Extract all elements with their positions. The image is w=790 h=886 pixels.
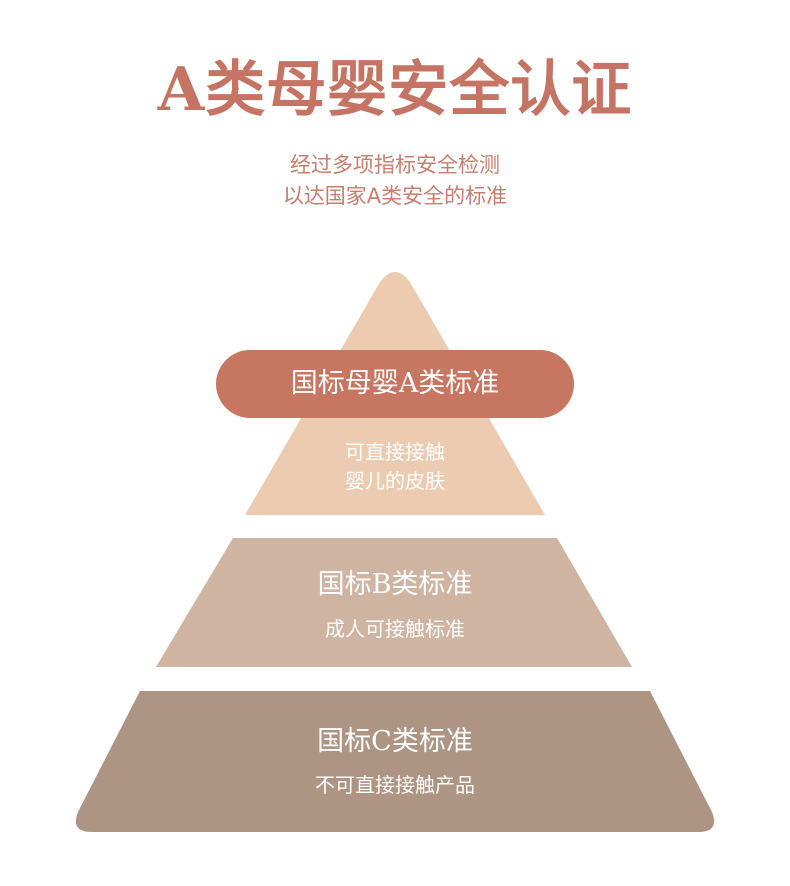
tier-c-desc: 不可直接接触产品: [315, 773, 475, 797]
tier-b-shape: [156, 538, 632, 667]
page-title: A类母婴安全认证: [157, 55, 633, 125]
subtitle-line-2: 以达国家A类安全的标准: [282, 184, 508, 208]
tier-a-desc-line-1: 可直接接触: [345, 440, 445, 464]
tier-c-label: 国标C类标准: [317, 726, 473, 757]
tier-a-label: 国标母婴A类标准: [290, 368, 500, 399]
tier-b-label: 国标B类标准: [317, 569, 473, 600]
subtitle-line-1: 经过多项指标安全检测: [290, 153, 500, 177]
tier-c-shape: [75, 691, 715, 832]
tier-b-desc: 成人可接触标准: [325, 617, 465, 641]
tier-a-banner: [216, 350, 574, 418]
tier-a-desc-line-2: 婴儿的皮肤: [345, 469, 445, 493]
